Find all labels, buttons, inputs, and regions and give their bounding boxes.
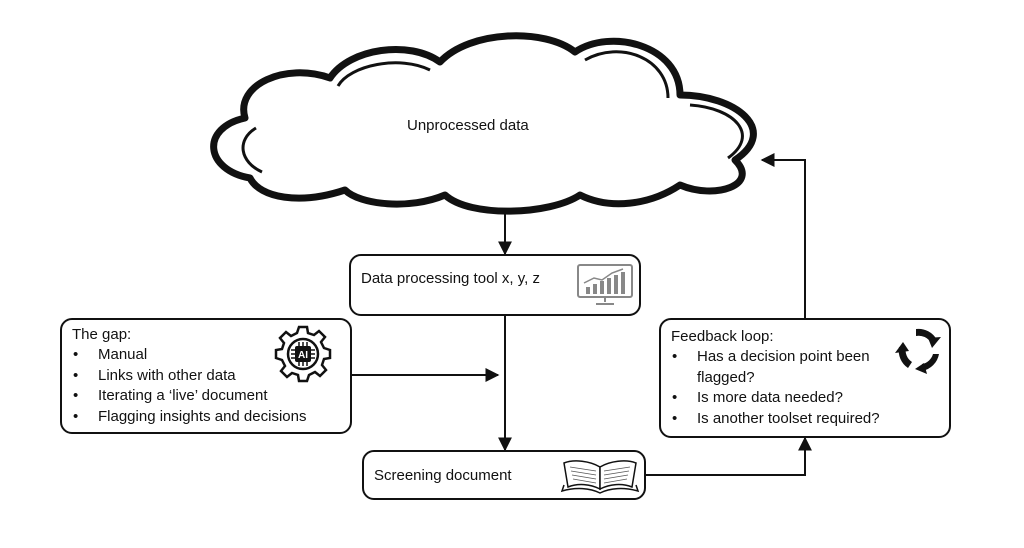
arrow-feedback-to-cloud [760,153,806,318]
gap-title: The gap: [72,326,132,343]
arrow-screening-to-feedback [646,436,812,476]
list-item: Is another toolset required? [671,409,901,430]
screening-box: Screening document [362,450,646,500]
gap-list: Manual Links with other data Iterating a… [72,345,306,427]
feedback-box: Feedback loop: Has a decision point been… [659,318,951,438]
list-item: Is more data needed? [671,388,901,409]
gap-box: The gap: Manual Links with other data It… [60,318,352,434]
cycle-arrows-icon [895,328,941,374]
open-book-icon [560,460,640,494]
list-item: Iterating a ‘live’ document [72,386,306,407]
cloud-label: Unprocessed data [407,117,529,134]
list-item: Has a decision point been flagged? [671,347,901,388]
cloud-shape [210,32,757,215]
list-item: Manual [72,345,306,366]
processing-box: Data processing tool x, y, z [349,254,641,316]
list-item: Flagging insights and decisions [72,407,306,428]
feedback-list: Has a decision point been flagged? Is mo… [671,347,901,429]
ai-gear-icon: AI [274,325,332,383]
screening-label: Screening document [374,467,512,484]
list-item: Links with other data [72,366,306,387]
chart-monitor-icon [577,264,633,305]
processing-label: Data processing tool x, y, z [361,270,540,287]
feedback-title: Feedback loop: [671,328,774,345]
svg-text:AI: AI [298,350,308,361]
